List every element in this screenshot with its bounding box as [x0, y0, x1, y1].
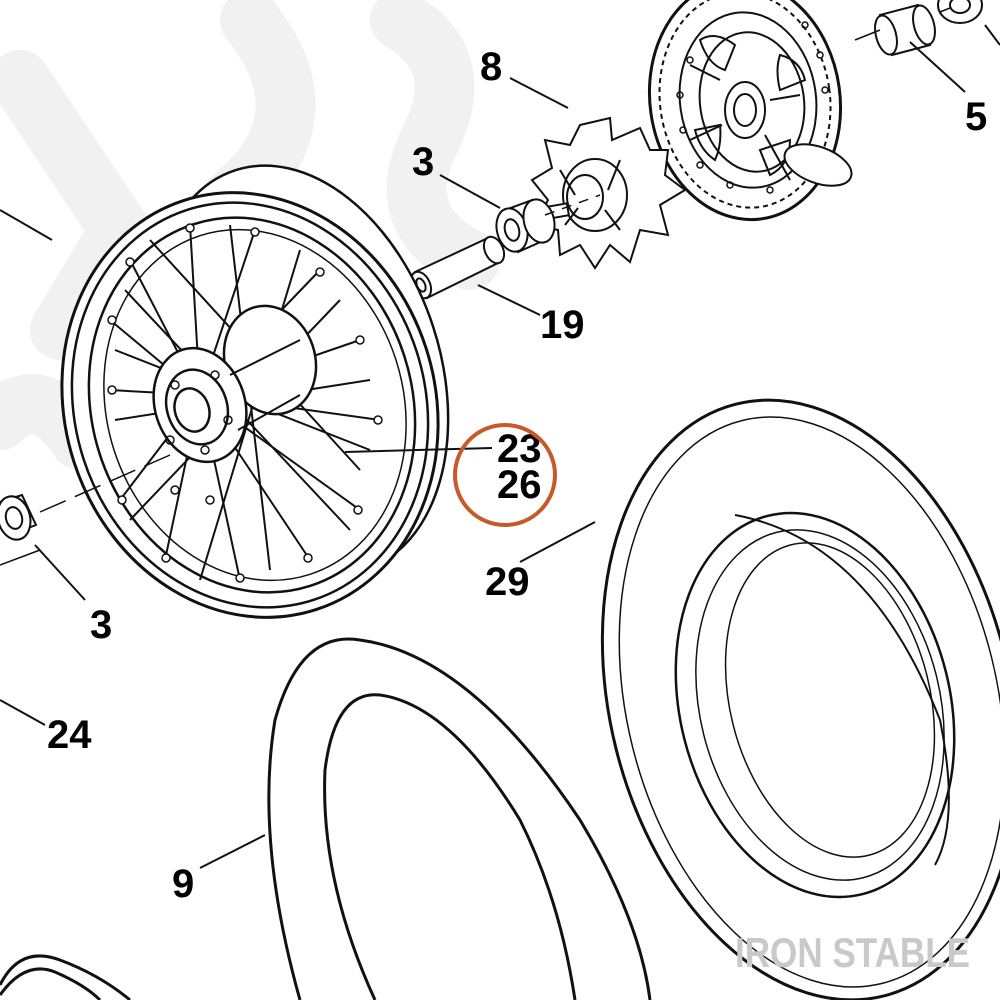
callout-8: 8: [480, 45, 502, 89]
callout-3-lower: 3: [90, 603, 112, 647]
leader-lines: [0, 24, 1000, 869]
callout-labels: 8 3 5 19 23 26 29 3 24 9: [47, 45, 987, 906]
callout-3-upper: 3: [412, 140, 434, 184]
axle-centerline: [0, 7, 951, 566]
rear-tire: [600, 398, 1000, 1000]
callout-19: 19: [540, 303, 585, 347]
callout-26: 26: [497, 463, 542, 507]
callout-29: 29: [485, 560, 530, 604]
inner-tube: [267, 637, 652, 1000]
wheel-bearing-lower: [0, 493, 38, 541]
highlight-circle: [453, 423, 557, 527]
callout-24: 24: [47, 713, 92, 757]
drive-belt: [0, 954, 131, 1000]
cush-drive-damper: [530, 116, 687, 270]
wheel-bearing-upper: [495, 198, 556, 254]
callout-9: 9: [172, 862, 194, 906]
pulley-spacer: [874, 3, 936, 57]
spoked-wheel: [60, 164, 450, 619]
callout-5: 5: [965, 95, 987, 139]
rear-pulley: [647, 0, 853, 222]
watermark-logo-text: IRON STABLE: [735, 929, 970, 976]
pulley-bearing: [937, 0, 983, 24]
